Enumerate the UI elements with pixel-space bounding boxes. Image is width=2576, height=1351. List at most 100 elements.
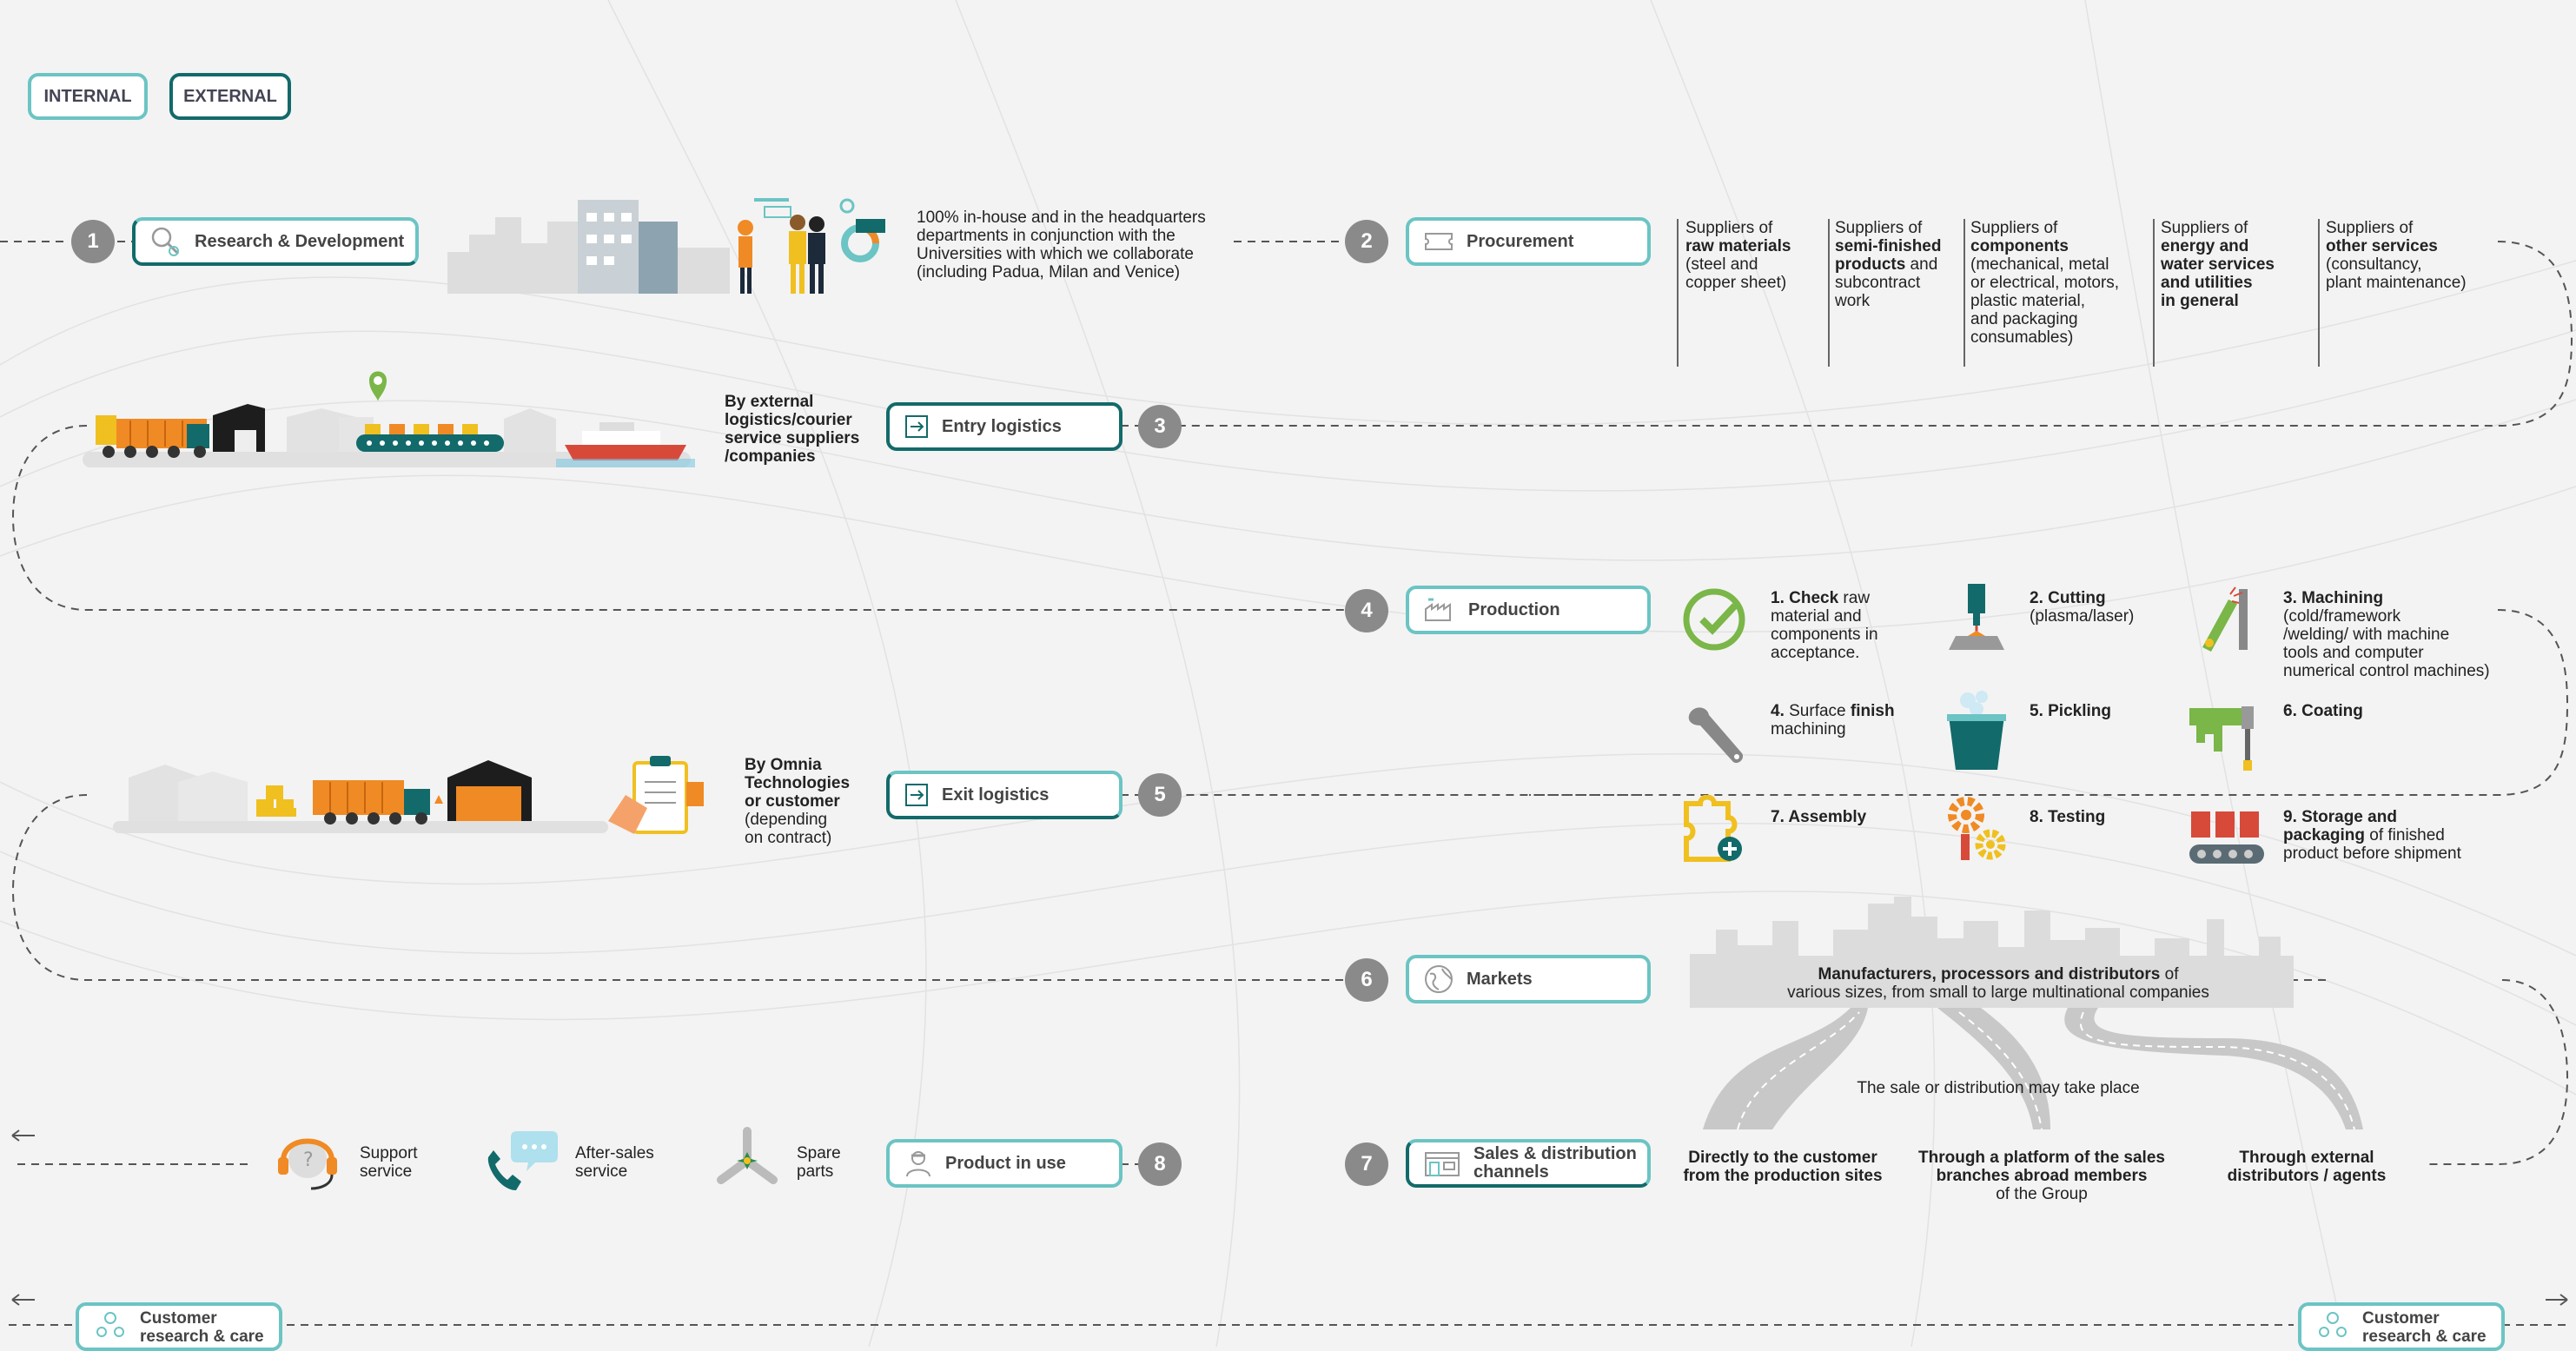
step-text: Surface: [1784, 702, 1851, 720]
stage-2-number: 2: [1345, 220, 1388, 263]
customer-care-label: Customer: [140, 1309, 217, 1328]
channel-text: from the production sites: [1683, 1167, 1883, 1185]
customer-care-label: research & care: [2362, 1328, 2487, 1346]
stage-3-label: Entry logistics: [942, 416, 1062, 436]
ticket-icon: [1425, 233, 1453, 250]
legend-internal[interactable]: INTERNAL: [28, 73, 148, 120]
rd-desc-line: 100% in-house and in the headquarters: [917, 209, 1206, 227]
phone-chat-icon: [487, 1131, 558, 1190]
stage-4-production[interactable]: Production: [1406, 586, 1651, 634]
supplier-text: (mechanical, metal: [1970, 255, 2109, 274]
stage-8-number: 8: [1138, 1142, 1182, 1186]
step-text-bold: 1. Check: [1771, 589, 1839, 607]
product-use-text: Support: [360, 1144, 418, 1162]
customer-care-left[interactable]: Customer research & care: [76, 1302, 282, 1351]
step-text: (plasma/laser): [2030, 607, 2135, 626]
supplier-text: semi-finished: [1835, 237, 1942, 255]
exit-desc-line: or customer: [745, 792, 840, 811]
step-text: product before shipment: [2283, 844, 2461, 863]
supplier-raw-materials: Suppliers of raw materials (steel and co…: [1685, 219, 1829, 292]
entry-logistics-illustration: [83, 371, 695, 467]
supplier-text: and: [1905, 255, 1938, 274]
step-text-bold: 6. Coating: [2283, 702, 2363, 720]
stage-5-number: 5: [1138, 773, 1182, 817]
storefront-icon: [1425, 1152, 1460, 1176]
headset-icon: ?: [278, 1138, 337, 1190]
markets-description: Manufacturers, processors and distributo…: [1729, 965, 2268, 1002]
channel-text: Through external: [2239, 1149, 2374, 1167]
stage-5-exit-logistics[interactable]: Exit logistics: [886, 771, 1122, 819]
entry-desc-line: By external: [725, 393, 814, 411]
production-step-3: 3. Machining (cold/framework /welding/ w…: [2283, 589, 2535, 680]
exit-logistics-illustration: [113, 756, 704, 834]
production-step-2: 2. Cutting (plasma/laser): [2030, 589, 2203, 626]
supplier-text: plant maintenance): [2326, 274, 2467, 292]
legend-internal-label: INTERNAL: [43, 86, 132, 106]
production-step-4: 4. Surface finish machining: [1771, 702, 1944, 738]
exit-desc-line: (depending: [745, 811, 828, 829]
stage-2-procurement[interactable]: Procurement: [1406, 217, 1651, 266]
markets-skyline: [1690, 897, 2294, 1008]
step-text: components in: [1771, 626, 1878, 644]
step-text: of finished: [2364, 826, 2445, 844]
worker-icon: [906, 1151, 930, 1177]
stage-6-markets[interactable]: Markets: [1406, 955, 1651, 1003]
production-step-8: 8. Testing: [2030, 808, 2203, 826]
step-text: material and: [1771, 607, 1862, 626]
supplier-text: Suppliers of: [1685, 219, 1773, 237]
customer-care-label: Customer: [2362, 1309, 2440, 1328]
distribution-roads: [1703, 1008, 2363, 1130]
production-step-7: 7. Assembly: [1771, 808, 1944, 826]
supplier-text: energy and: [2161, 237, 2249, 255]
step-text: acceptance.: [1771, 644, 1860, 662]
step-text-bold: 2. Cutting: [2030, 589, 2106, 607]
stage-7-sales-distribution[interactable]: Sales & distribution channels: [1406, 1139, 1651, 1188]
stage-7-number: 7: [1345, 1142, 1388, 1186]
stage-4-label: Production: [1468, 599, 1560, 619]
wrench-icon: [1688, 707, 1744, 764]
supplier-text: products: [1835, 255, 1906, 274]
stage-8-product-in-use[interactable]: Product in use: [886, 1139, 1122, 1188]
supplier-text: and utilities: [2161, 274, 2253, 292]
rd-desc-line: (including Padua, Milan and Venice): [917, 263, 1181, 281]
product-use-text: service: [360, 1162, 413, 1181]
supplier-text: work: [1835, 292, 1871, 310]
rd-desc-line: Universities with which we collaborate: [917, 245, 1194, 263]
gears-icon: [1948, 797, 2006, 860]
step-text: raw: [1838, 589, 1871, 607]
rd-illustration: [447, 198, 885, 294]
stage-3-entry-logistics[interactable]: Entry logistics: [886, 402, 1122, 451]
supplier-text: Suppliers of: [2161, 219, 2248, 237]
step-text-bold: 8. Testing: [2030, 808, 2106, 826]
search-icon: [151, 227, 180, 256]
supplier-divider: [1828, 219, 1830, 367]
support-service: Support service: [360, 1144, 464, 1181]
supplier-divider: [2318, 219, 2320, 367]
rd-description: 100% in-house and in the headquarters de…: [917, 209, 1264, 281]
svg-text:?: ?: [303, 1149, 314, 1171]
supplier-text: (consultancy,: [2326, 255, 2422, 274]
customer-care-right[interactable]: Customer research & care: [2298, 1302, 2505, 1351]
arrows: [11, 1129, 2568, 1306]
supplier-text: water services: [2161, 255, 2275, 274]
legend-external[interactable]: EXTERNAL: [169, 73, 291, 120]
supplier-text: in general: [2161, 292, 2239, 310]
after-sales-service: After-sales service: [575, 1144, 697, 1181]
step-text-bold: 9. Storage and: [2283, 808, 2397, 826]
channel-text: Through a platform of the sales: [1918, 1149, 2165, 1167]
supplier-text: components: [1970, 237, 2069, 255]
supplier-text: subcontract: [1835, 274, 1921, 292]
production-step-6: 6. Coating: [2283, 702, 2457, 720]
product-use-text: parts: [797, 1162, 834, 1181]
stage-8-label: Product in use: [945, 1153, 1066, 1173]
exit-logistics-description: By Omnia Technologies or customer (depen…: [745, 756, 884, 847]
step-text: /welding/ with machine: [2283, 626, 2450, 644]
channel-platform: Through a platform of the sales branches…: [1894, 1149, 2189, 1203]
supplier-text: Suppliers of: [1835, 219, 1923, 237]
welding-torch-icon: [2202, 586, 2248, 652]
bucket-icon: [1947, 691, 2006, 770]
checkmark-icon: [1683, 588, 1745, 651]
supplier-text: (steel and: [1685, 255, 1758, 274]
stage-1-rd[interactable]: Research & Development: [132, 217, 419, 266]
